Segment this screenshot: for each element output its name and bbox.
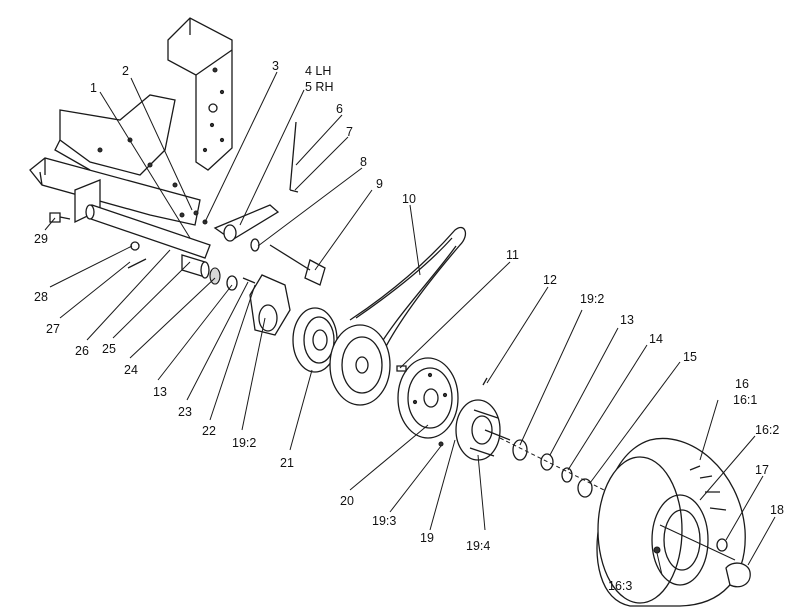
callout-9: 9 (376, 177, 383, 191)
callout-13-left: 13 (153, 385, 167, 399)
large-pulley (329, 324, 391, 406)
callout-25: 25 (102, 342, 116, 356)
callout-18: 18 (770, 503, 784, 517)
callout-2: 2 (122, 64, 129, 78)
screw-19-3 (438, 441, 444, 447)
bearing-19-2 (512, 439, 528, 461)
key-11 (396, 365, 407, 372)
wheel-hub (455, 399, 511, 461)
callout-10: 10 (402, 192, 416, 206)
callout-23: 23 (178, 405, 192, 419)
callout-11: 11 (506, 248, 519, 262)
callout-21: 21 (280, 456, 294, 470)
spacer-tube (181, 254, 210, 279)
callout-20: 20 (340, 494, 354, 508)
nut-28 (130, 241, 140, 251)
callout-17: 17 (755, 463, 769, 477)
bolt-12 (482, 377, 488, 386)
lug-nut-17 (716, 538, 728, 552)
callout-29: 29 (34, 232, 48, 246)
callout-16-1: 16:1 (733, 393, 757, 407)
washer-14 (561, 467, 573, 483)
callout-16-3: 16:3 (608, 579, 632, 593)
callout-12: 12 (543, 273, 557, 287)
brake-rod (269, 121, 326, 286)
callout-24: 24 (124, 363, 138, 377)
callout-6: 6 (336, 102, 343, 116)
callout-4-lh: 4 LH (305, 64, 331, 78)
bolt-29 (49, 212, 71, 223)
callout-1: 1 (90, 81, 97, 95)
hub-cap-18 (725, 562, 751, 588)
tire-wheel-assembly (596, 437, 746, 607)
callout-7: 7 (346, 125, 353, 139)
callout-19-2-right: 19:2 (580, 292, 604, 306)
callout-15: 15 (683, 350, 697, 364)
valve-stem (653, 546, 661, 554)
callout-13-right: 13 (620, 313, 634, 327)
callout-16-2: 16:2 (755, 423, 779, 437)
callout-8: 8 (360, 155, 367, 169)
bolt-23 (242, 277, 256, 284)
callout-19-3: 19:3 (372, 514, 396, 528)
callout-16: 16 (735, 377, 749, 391)
callout-28: 28 (34, 290, 48, 304)
callout-labels: 1 2 3 4 LH 5 RH 6 7 8 9 10 11 12 19:2 13… (34, 59, 784, 593)
callout-19-2-left: 19:2 (232, 436, 256, 450)
brake-bracket (249, 274, 291, 336)
nut-15 (577, 478, 593, 498)
callout-19: 19 (420, 531, 434, 545)
nut-13-left (226, 275, 238, 291)
callout-19-4: 19:4 (466, 539, 490, 553)
callout-26: 26 (75, 344, 89, 358)
leader-lines (44, 71, 776, 576)
pin-27 (127, 258, 147, 269)
callout-14: 14 (649, 332, 663, 346)
brake-lever-arm (179, 204, 280, 252)
wheel-pulley (397, 357, 459, 439)
callout-22: 22 (202, 424, 216, 438)
axle-shaft (85, 204, 211, 259)
callout-27: 27 (46, 322, 60, 336)
callout-3: 3 (272, 59, 279, 73)
frame-assembly (29, 17, 233, 226)
callout-5-rh: 5 RH (305, 80, 333, 94)
